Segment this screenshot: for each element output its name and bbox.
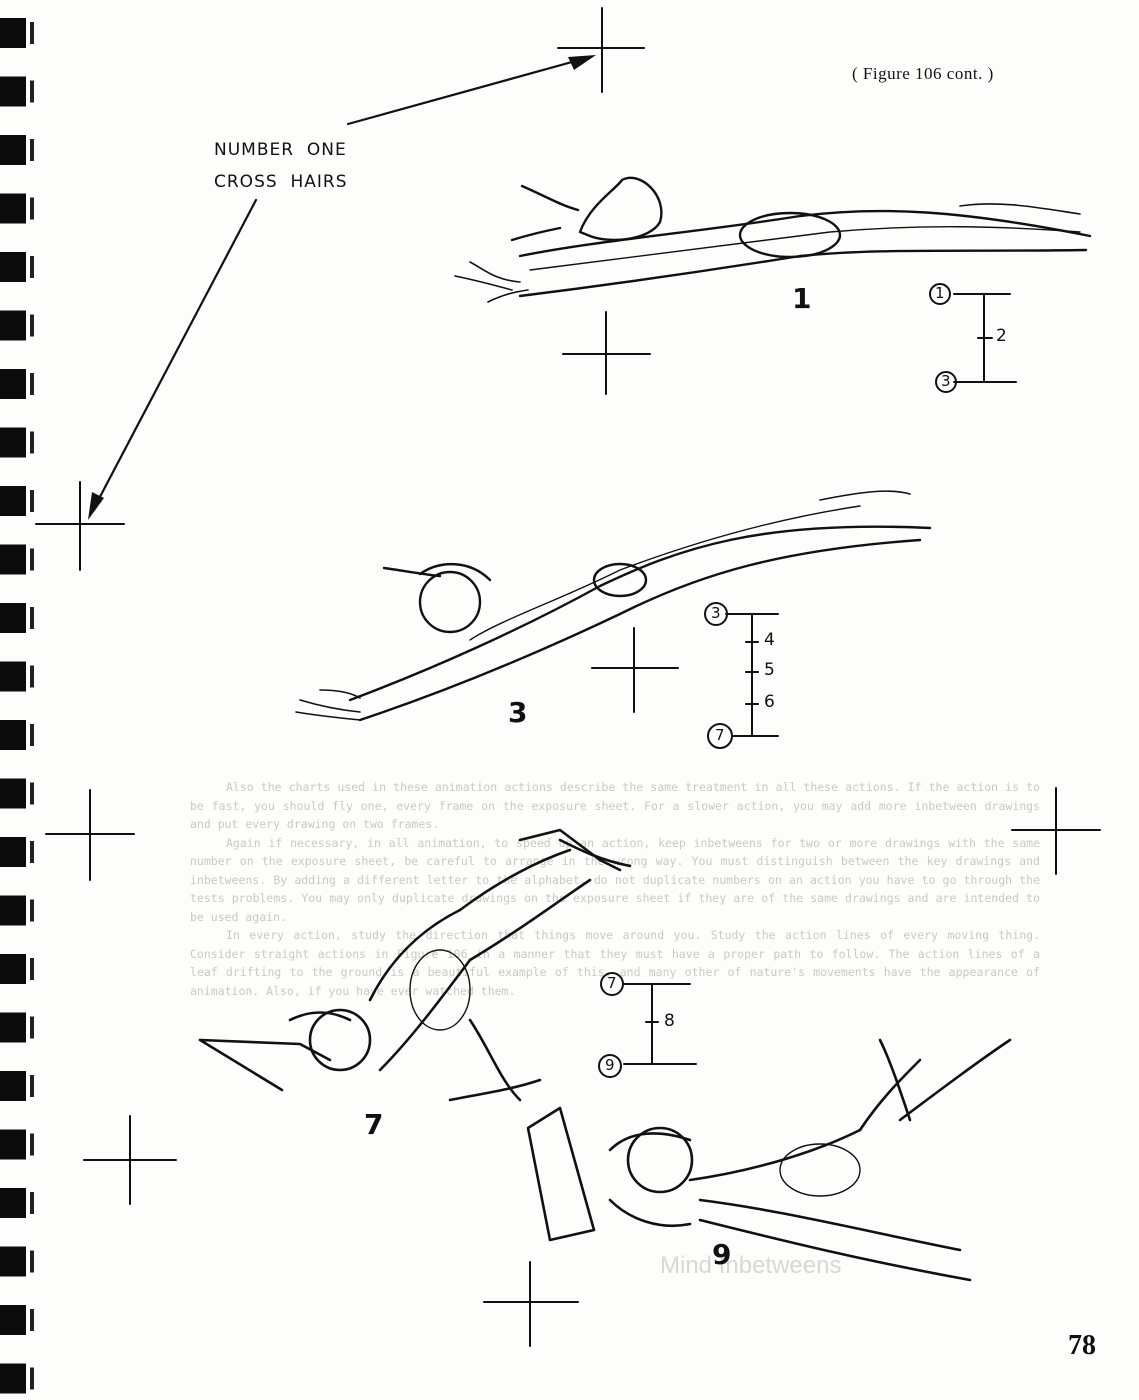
binding-hole — [0, 486, 26, 516]
bleed-through-paragraph: In every action, study the direction tha… — [190, 928, 1040, 998]
binding-wire — [30, 1016, 34, 1039]
sketch-frame-3 — [295, 490, 932, 722]
inbetween-number: 8 — [664, 1011, 675, 1031]
binding-wire — [30, 958, 34, 980]
inbetween-number: 5 — [764, 660, 775, 680]
binding-hole — [0, 18, 26, 48]
callout-arrow — [90, 198, 258, 514]
binding-wire — [30, 490, 34, 512]
binding-wire — [30, 607, 34, 629]
binding-wire — [30, 841, 34, 863]
key-number: 3 — [941, 372, 951, 390]
binding-wire — [30, 782, 34, 805]
spiral-binding — [0, 18, 34, 1394]
binding-wire — [30, 22, 34, 44]
binding-hole — [0, 1071, 26, 1101]
binding-wire — [30, 373, 34, 395]
binding-hole — [0, 1188, 26, 1218]
cross-hair-marker — [83, 1115, 177, 1205]
binding-hole — [0, 661, 26, 692]
sketch-frame-1 — [454, 176, 1092, 303]
inbetween-number: 4 — [764, 630, 775, 650]
key-number: 7 — [607, 974, 617, 992]
binding-wire — [30, 431, 34, 454]
binding-hole — [0, 1363, 26, 1394]
binding-hole — [0, 837, 26, 867]
binding-hole — [0, 1129, 26, 1160]
binding-wire — [30, 1367, 34, 1390]
inbetween-number: 6 — [764, 692, 775, 712]
key-number: 7 — [715, 726, 725, 744]
binding-wire — [30, 724, 34, 746]
binding-wire — [30, 314, 34, 337]
cross-hairs-callout: NUMBER ONE CROSS HAIRS — [214, 134, 347, 198]
binding-hole — [0, 1246, 26, 1277]
timing-chart-3 — [598, 972, 697, 1078]
binding-hole — [0, 1012, 26, 1043]
sketch-frame-9 — [526, 1038, 1012, 1282]
binding-wire — [30, 899, 34, 922]
frame-label: 1 — [792, 282, 812, 315]
bleed-through-text: Also the charts used in these animation … — [190, 778, 1040, 1000]
cross-hair-marker — [483, 1261, 579, 1347]
callout-line-2: CROSS HAIRS — [214, 172, 348, 192]
binding-wire — [30, 197, 34, 220]
bleed-through-paragraph: Again if necessary, in all animation, to… — [190, 835, 1040, 924]
binding-hole — [0, 778, 26, 809]
key-number: 1 — [935, 284, 945, 302]
binding-hole — [0, 193, 26, 224]
timing-chart-2 — [704, 602, 779, 749]
frame-label: 7 — [364, 1108, 384, 1141]
binding-wire — [30, 256, 34, 278]
cross-hair-marker — [35, 481, 125, 571]
binding-hole — [0, 603, 26, 633]
frame-label: 9 — [712, 1238, 732, 1271]
frame-label: 3 — [508, 696, 528, 729]
binding-hole — [0, 252, 26, 282]
binding-hole — [0, 954, 26, 984]
binding-wire — [30, 1309, 34, 1331]
cross-hair-marker — [591, 627, 679, 713]
cross-hair-marker — [562, 311, 651, 395]
inbetween-number: 2 — [996, 326, 1007, 346]
binding-hole — [0, 310, 26, 341]
callout-line-1: NUMBER ONE — [214, 140, 347, 160]
binding-hole — [0, 76, 26, 107]
binding-hole — [0, 895, 26, 926]
binding-wire — [30, 80, 34, 103]
binding-hole — [0, 544, 26, 575]
binding-hole — [0, 135, 26, 165]
cross-hair-marker — [45, 789, 135, 881]
binding-hole — [0, 369, 26, 399]
binding-hole — [0, 427, 26, 458]
binding-hole — [0, 1305, 26, 1335]
figure-caption: ( Figure 106 cont. ) — [852, 64, 994, 83]
binding-wire — [30, 1250, 34, 1273]
binding-wire — [30, 139, 34, 161]
page-number: 78 — [1068, 1330, 1096, 1361]
binding-wire — [30, 665, 34, 688]
binding-hole — [0, 720, 26, 750]
timing-chart-1 — [929, 283, 1017, 393]
watermark: Mind Inbetweens — [660, 1252, 842, 1279]
arrowhead — [88, 492, 104, 520]
arrowhead — [568, 55, 596, 70]
key-number: 9 — [605, 1056, 615, 1074]
bleed-through-paragraph: Also the charts used in these animation … — [190, 780, 1040, 831]
binding-wire — [30, 1133, 34, 1156]
cross-hair-marker — [557, 7, 645, 93]
callout-arrow — [346, 55, 592, 126]
key-number: 3 — [711, 604, 721, 622]
sketch-frame-7 — [198, 828, 632, 1102]
binding-wire — [30, 1075, 34, 1097]
binding-wire — [30, 548, 34, 571]
cross-hair-marker — [1011, 787, 1101, 875]
binding-wire — [30, 1192, 34, 1214]
